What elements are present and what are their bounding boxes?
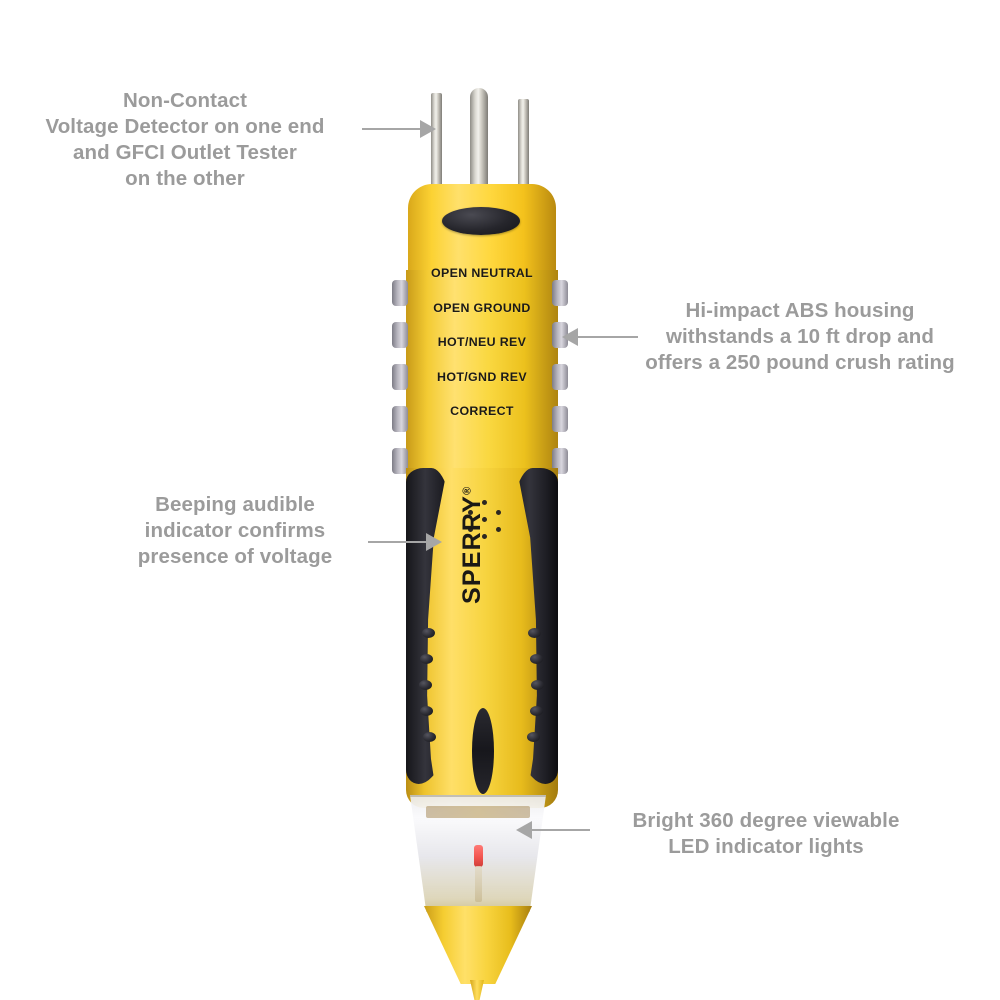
vent-rib-left-1 <box>392 280 408 306</box>
leader-line-beeping <box>368 541 428 543</box>
grip-bump-left-2 <box>420 654 433 664</box>
grip-bump-left-4 <box>420 706 433 716</box>
vent-rib-right-1 <box>552 280 568 306</box>
grip-bump-right-5 <box>527 732 540 742</box>
voltage-tester-product-image: OPEN NEUTRAL OPEN GROUND HOT/NEU REV HOT… <box>370 80 630 1000</box>
speaker-hole <box>468 527 473 532</box>
indicator-label-open-ground: OPEN GROUND <box>433 300 531 315</box>
arrowhead-non-contact-icon <box>420 120 436 138</box>
callout-bright-360-degree-led: Bright 360 degree viewable LED indicator… <box>632 809 900 858</box>
speaker-hole <box>496 527 501 532</box>
callout-beeping-audible-indicator: Beeping audible indicator confirms prese… <box>137 493 333 568</box>
plug-prong-ground-pin <box>470 88 488 196</box>
callout-hi-impact-abs-housing: Hi-impact ABS housing withstands a 10 ft… <box>645 299 955 374</box>
vent-rib-right-3 <box>552 364 568 390</box>
grip-bump-right-2 <box>530 654 543 664</box>
vent-rib-left-5 <box>392 448 408 474</box>
grip-bump-right-1 <box>528 628 541 638</box>
red-led-indicator <box>474 845 483 867</box>
vent-rib-left-4 <box>392 406 408 432</box>
grip-bump-left-1 <box>422 628 435 638</box>
speaker-hole <box>482 500 487 505</box>
vent-rib-left-3 <box>392 364 408 390</box>
indicator-label-hot-gnd-rev: HOT/GND REV <box>437 369 527 384</box>
indicator-label-hot-neu-rev: HOT/NEU REV <box>437 335 527 349</box>
test-button[interactable] <box>442 207 520 235</box>
arrowhead-beeping-icon <box>426 533 442 551</box>
speaker-hole <box>482 534 487 539</box>
grip-bump-left-5 <box>423 732 436 742</box>
tip-nub <box>470 980 484 1000</box>
grip-bump-right-4 <box>530 706 543 716</box>
arrowhead-abs-housing-icon <box>562 328 578 346</box>
speaker-hole <box>468 510 473 515</box>
speaker-holes-icon <box>464 500 506 540</box>
rubber-grip-section: SPERRY® <box>402 468 562 808</box>
led-stem <box>475 866 482 902</box>
led-window-band <box>426 806 530 818</box>
indicator-label-correct: CORRECT <box>450 404 514 418</box>
plug-prong-right-blade <box>518 99 529 191</box>
vent-rib-right-4 <box>552 406 568 432</box>
leader-line-led <box>532 829 590 831</box>
grip-lower-indent <box>472 708 494 794</box>
leader-line-non-contact <box>362 128 422 130</box>
arrowhead-led-icon <box>516 821 532 839</box>
vent-rib-left-2 <box>392 322 408 348</box>
registered-trademark-mark: ® <box>461 485 474 495</box>
grip-bump-left-3 <box>419 680 432 690</box>
grip-bump-right-3 <box>531 680 544 690</box>
speaker-hole <box>482 517 487 522</box>
brand-name: SPERRY <box>458 494 486 604</box>
speaker-hole <box>496 510 501 515</box>
vent-rib-right-5 <box>552 448 568 474</box>
sperry-brand-logo: SPERRY® <box>458 464 486 604</box>
device-housing-middle <box>406 270 558 485</box>
leader-line-abs-housing <box>578 336 638 338</box>
callout-non-contact-voltage-detector: Non-Contact Voltage Detector on one end … <box>45 89 325 190</box>
indicator-label-list: OPEN NEUTRAL OPEN GROUND HOT/NEU REV HOT… <box>406 266 558 439</box>
plug-prong-left-blade <box>431 93 442 191</box>
tip-cone <box>424 906 532 984</box>
indicator-label-open-neutral: OPEN NEUTRAL <box>431 266 533 280</box>
